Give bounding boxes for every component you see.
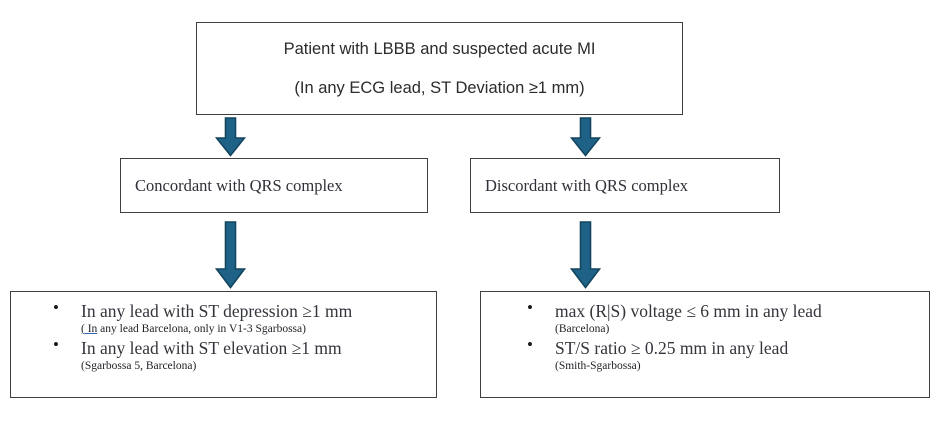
- node-patient-presentation-line1: Patient with LBBB and suspected acute MI: [283, 40, 596, 58]
- concordant-criteria-list: In any lead with ST depression ≥1 mm ( I…: [19, 299, 428, 373]
- criteria-main-text: max (R|S) voltage ≤ 6 mm in any lead: [555, 301, 822, 321]
- node-discordant-label: Discordant with QRS complex: [485, 175, 689, 195]
- arrow-top-to-discordant: [570, 117, 601, 157]
- arrow-discordant-to-criteria: [570, 221, 601, 289]
- node-concordant: Concordant with QRS complex: [120, 158, 428, 213]
- criteria-sub-text: (Sgarbossa 5, Barcelona): [81, 359, 197, 372]
- criteria-main-text: ST/S ratio ≥ 0.25 mm in any lead: [555, 337, 789, 358]
- node-concordant-criteria: In any lead with ST depression ≥1 mm ( I…: [10, 291, 437, 398]
- node-patient-presentation: Patient with LBBB and suspected acute MI…: [196, 22, 683, 115]
- criteria-main-text: In any lead with ST elevation ≥1 mm: [81, 337, 342, 358]
- list-item: In any lead with ST depression ≥1 mm ( I…: [19, 299, 428, 336]
- node-concordant-label: Concordant with QRS complex: [135, 175, 343, 195]
- node-discordant: Discordant with QRS complex: [470, 158, 780, 213]
- criteria-main-text: In any lead with ST depression ≥1 mm: [81, 301, 353, 321]
- arrow-top-to-concordant: [215, 117, 246, 157]
- arrow-concordant-to-criteria: [215, 221, 246, 289]
- discordant-criteria-list: max (R|S) voltage ≤ 6 mm in any lead (Ba…: [489, 299, 921, 373]
- criteria-sub-text: (Smith-Sgarbossa): [555, 359, 641, 372]
- list-item: ST/S ratio ≥ 0.25 mm in any lead (Smith-…: [489, 336, 921, 373]
- node-patient-presentation-line2: (In any ECG lead, ST Deviation ≥1 mm): [294, 78, 585, 97]
- list-item: max (R|S) voltage ≤ 6 mm in any lead (Ba…: [489, 299, 921, 336]
- list-item: In any lead with ST elevation ≥1 mm (Sga…: [19, 336, 428, 373]
- criteria-sub-text-annotated: ( In: [81, 322, 98, 335]
- criteria-sub-text: ( In any lead Barcelona, only in V1-3 Sg…: [81, 322, 428, 336]
- criteria-sub-text-rest: any lead Barcelona, only in V1-3 Sgarbos…: [97, 322, 306, 335]
- criteria-sub-text: (Barcelona): [555, 322, 610, 335]
- node-discordant-criteria: max (R|S) voltage ≤ 6 mm in any lead (Ba…: [480, 291, 930, 398]
